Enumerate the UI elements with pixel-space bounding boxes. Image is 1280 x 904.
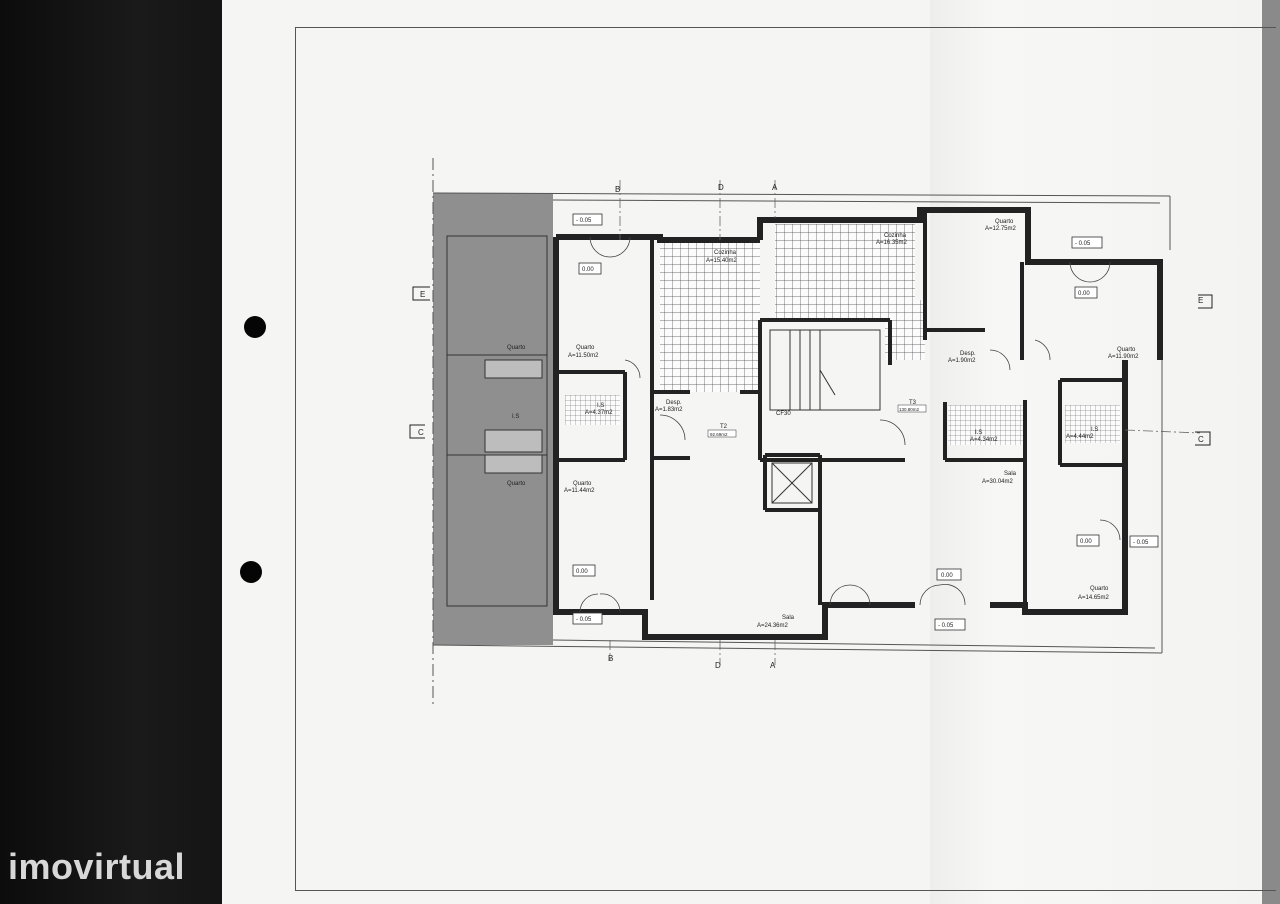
section-marker-e-left: E bbox=[420, 290, 425, 299]
level-label: - 0.05 bbox=[576, 617, 592, 623]
unit-area: 92.69m2 bbox=[710, 432, 728, 437]
room-name: Cozinha bbox=[884, 233, 907, 239]
drawing-frame bbox=[295, 27, 1276, 891]
stair-label: CF30 bbox=[776, 411, 791, 417]
room-area: A=4.44m2 bbox=[1066, 434, 1094, 440]
level-label: 0.00 bbox=[582, 267, 594, 273]
room-area: A=4.34m2 bbox=[970, 437, 998, 443]
bath-tiles-a bbox=[565, 395, 620, 425]
level-label: 0.00 bbox=[941, 573, 953, 579]
unit-name: T2 bbox=[720, 424, 728, 430]
room-name: Quarto bbox=[507, 481, 526, 487]
room-area: A=1.90m2 bbox=[948, 358, 976, 364]
room-name: Quarto bbox=[1090, 586, 1109, 592]
section-marker-d-bottom: D bbox=[715, 661, 721, 670]
section-lines bbox=[609, 180, 1201, 665]
interior-walls bbox=[556, 210, 1125, 612]
level-label: 0.00 bbox=[576, 569, 588, 575]
level-label: - 0.05 bbox=[1075, 241, 1091, 247]
room-name: Cozinha bbox=[714, 250, 737, 256]
room-area: A=24.36m2 bbox=[757, 623, 789, 629]
doors bbox=[579, 236, 1121, 613]
room-area: A=4.37m2 bbox=[585, 410, 613, 416]
section-marker-a-bottom: A bbox=[770, 661, 776, 670]
section-marker-c-left: C bbox=[418, 428, 424, 437]
room-area: A=16.35m2 bbox=[876, 240, 908, 246]
room-name: I.S bbox=[512, 414, 519, 420]
unit-name: T3 bbox=[909, 400, 917, 406]
section-marker-c-right: C bbox=[1198, 435, 1204, 444]
room-area: A=30.04m2 bbox=[982, 479, 1014, 485]
level-label: - 0.05 bbox=[576, 218, 592, 224]
room-area: A=15.40m2 bbox=[706, 258, 738, 264]
level-label: - 0.05 bbox=[1133, 540, 1149, 546]
section-marker-a-top: A bbox=[772, 183, 778, 192]
room-name: Quarto bbox=[507, 345, 526, 351]
section-marker-b-top: B bbox=[615, 185, 620, 194]
bath-tiles-b bbox=[948, 405, 1023, 445]
bath-tiles-c bbox=[1065, 405, 1120, 443]
room-name: Desp. bbox=[960, 351, 976, 357]
section-marker-b-bottom: B bbox=[608, 654, 613, 663]
room-area: A=14.65m2 bbox=[1078, 595, 1110, 601]
dark-background-band bbox=[0, 0, 230, 904]
room-name: Quarto bbox=[1117, 347, 1136, 353]
room-area: A=12.75m2 bbox=[985, 226, 1017, 232]
site-boundary bbox=[432, 158, 1171, 705]
room-name: Sala bbox=[782, 615, 795, 621]
level-label: - 0.05 bbox=[938, 623, 954, 629]
room-name: I.S bbox=[1091, 427, 1098, 433]
kitchen-tiles-t2 bbox=[660, 240, 760, 392]
unit-area: 130.80m2 bbox=[899, 407, 920, 412]
room-name: Desp. bbox=[666, 400, 682, 406]
room-area: A=11.90m2 bbox=[1108, 354, 1139, 360]
sheet-fold bbox=[930, 0, 1260, 904]
section-marker-e-right: E bbox=[1198, 296, 1203, 305]
level-label: 0.00 bbox=[1080, 539, 1092, 545]
room-name: Quarto bbox=[573, 481, 592, 487]
section-marker-d-top: D bbox=[718, 183, 724, 192]
stair-core bbox=[769, 329, 881, 504]
punch-hole bbox=[240, 561, 262, 583]
level-label: 0.00 bbox=[1078, 291, 1090, 297]
adjacent-building-walls bbox=[446, 235, 548, 607]
room-name: Sala bbox=[1004, 471, 1017, 477]
room-name: I.S bbox=[975, 430, 982, 436]
room-area: A=1.83m2 bbox=[655, 407, 683, 413]
sheet-edge bbox=[1262, 0, 1280, 904]
adjacent-building bbox=[433, 193, 553, 645]
room-area: A=11.44m2 bbox=[564, 488, 595, 494]
watermark-logo: imovirtual bbox=[8, 846, 186, 887]
room-area: A=11.50m2 bbox=[568, 353, 599, 359]
room-name: Quarto bbox=[995, 219, 1014, 225]
room-name: Quarto bbox=[576, 345, 595, 351]
punch-hole bbox=[244, 316, 266, 338]
room-name: I.S bbox=[597, 403, 604, 409]
